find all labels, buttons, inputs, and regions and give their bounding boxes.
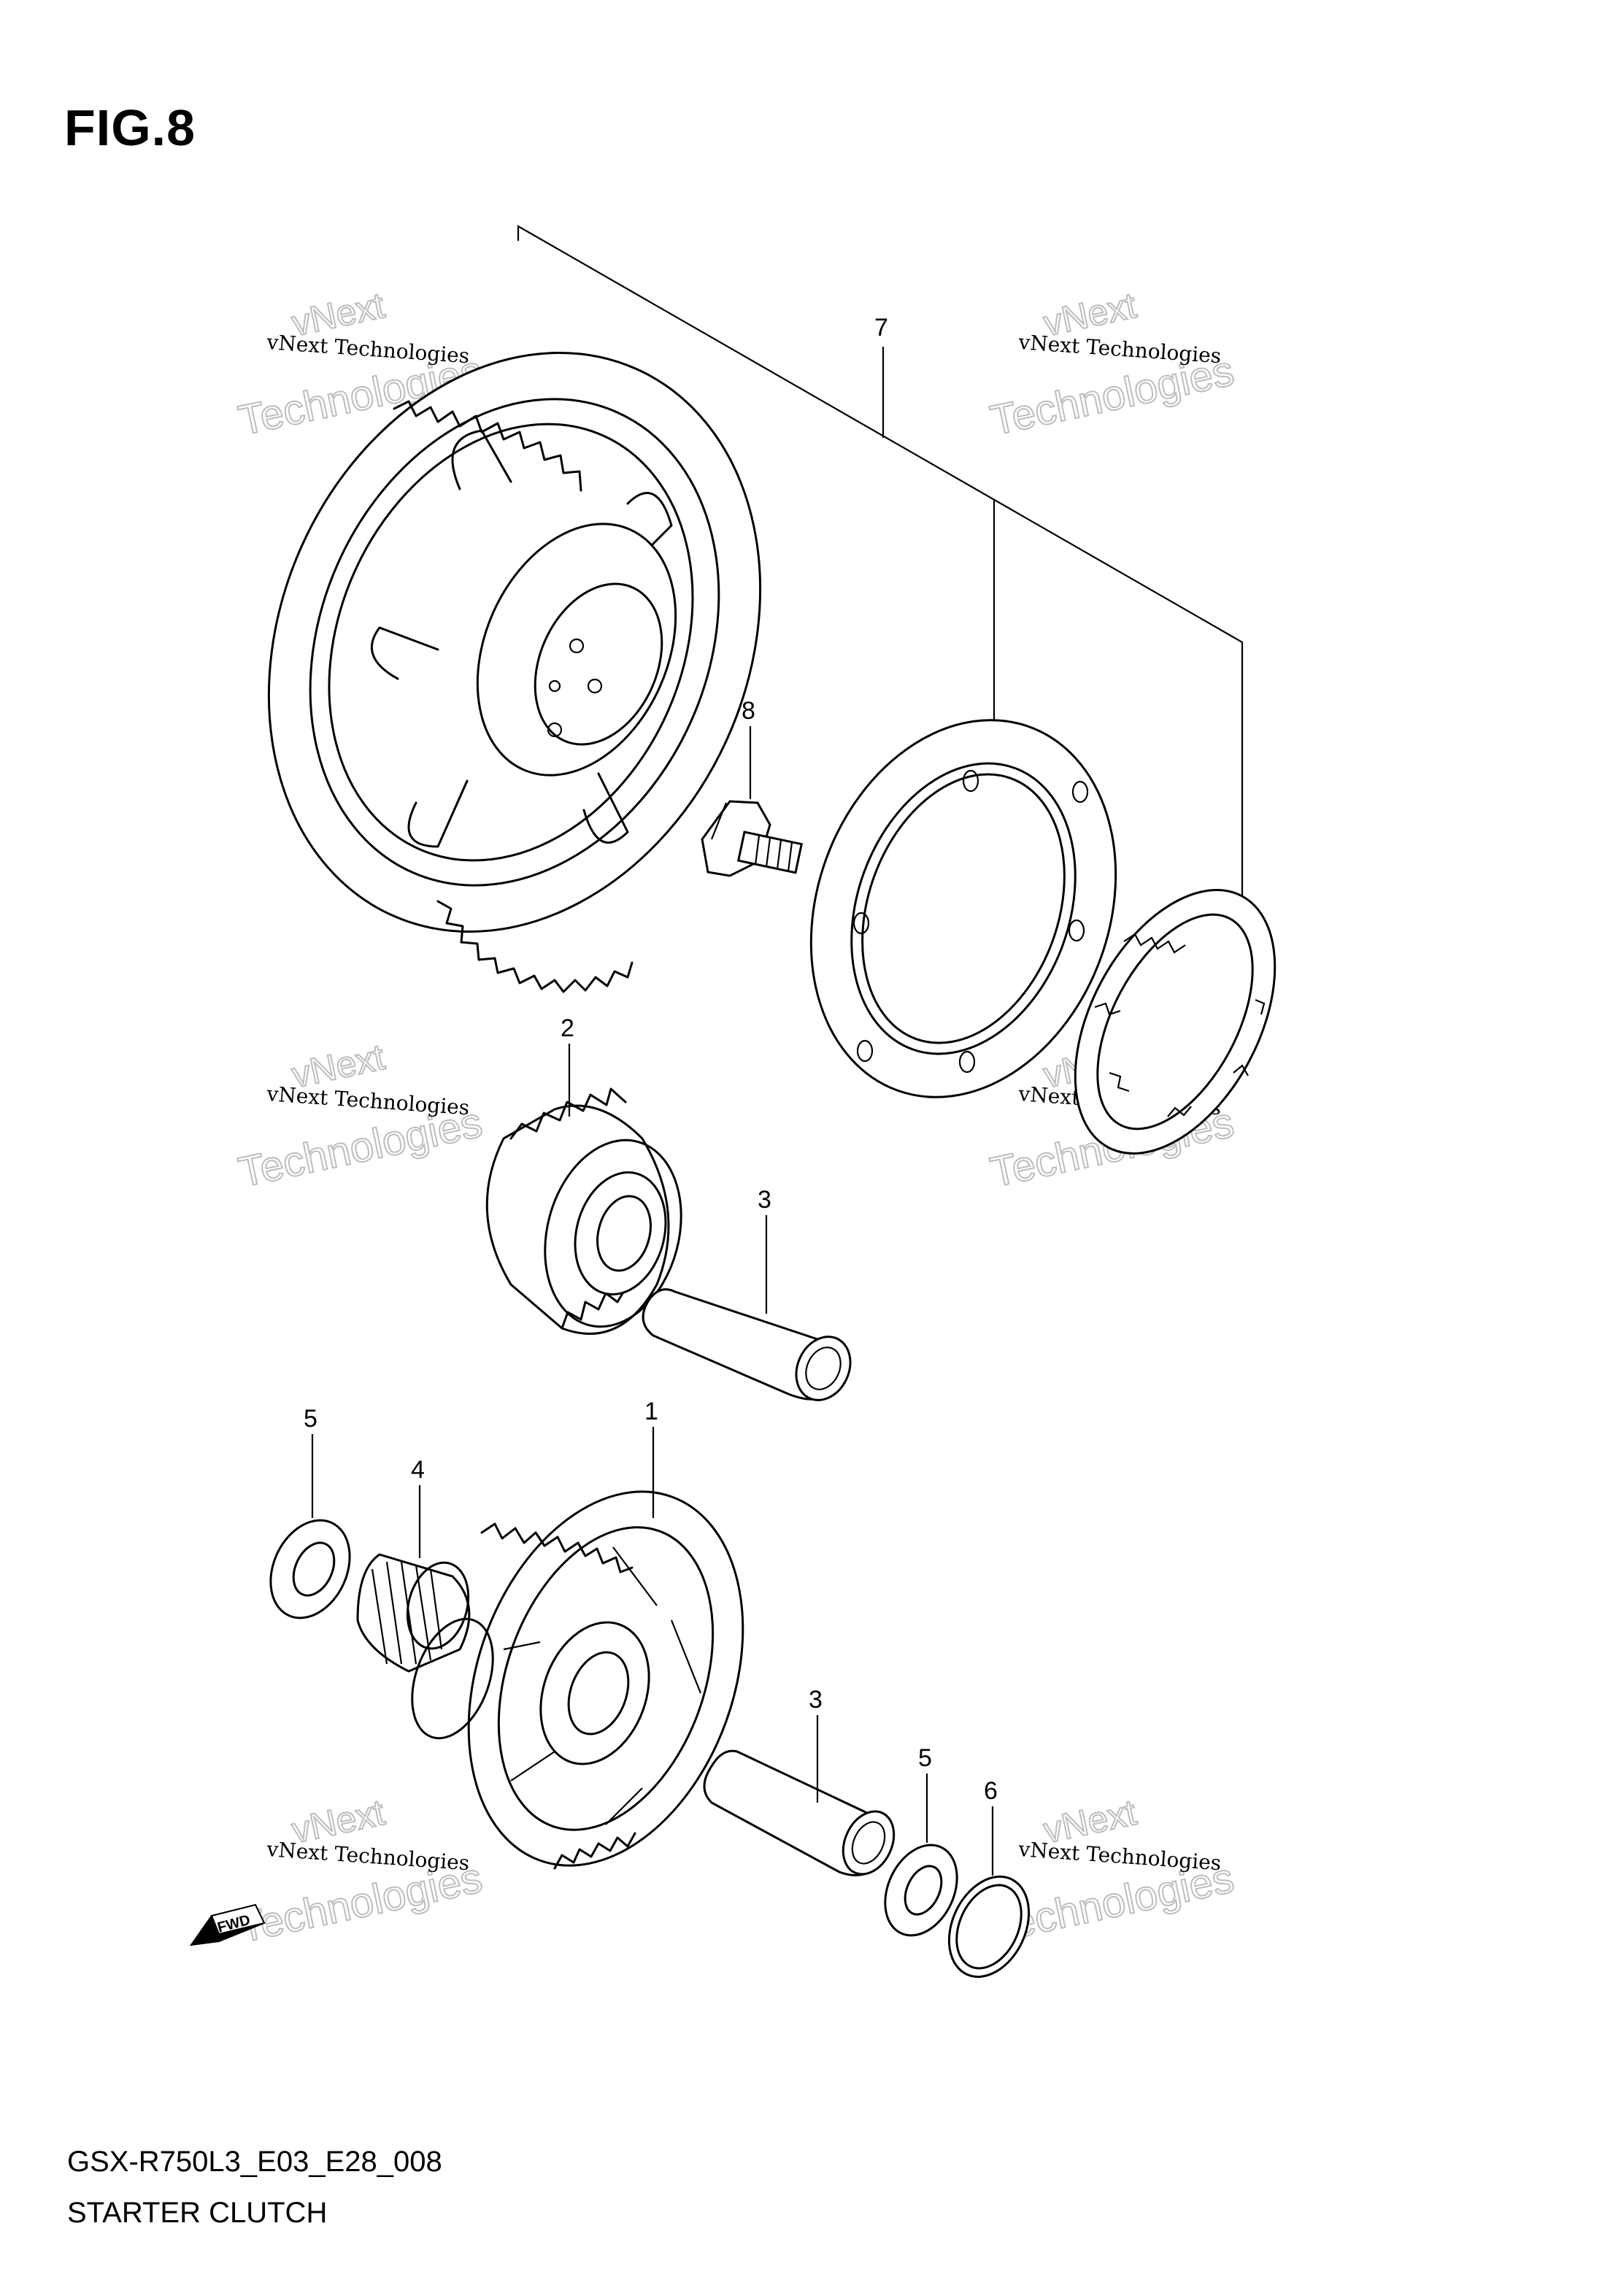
shaft-part-3-lower bbox=[703, 1749, 896, 1876]
starter-driven-gear bbox=[267, 351, 762, 993]
washer-part-6 bbox=[947, 1875, 1031, 1979]
callout-3-upper: 3 bbox=[758, 1186, 771, 1214]
svg-text:vNext Technologies: vNext Technologies bbox=[266, 1082, 471, 1120]
callout-5-right: 5 bbox=[918, 1744, 932, 1772]
watermark-top-right: vNext Technologies vNext Technologies bbox=[985, 284, 1239, 445]
shaft-part-3-upper bbox=[642, 1288, 852, 1401]
watermark-middle-left: vNext Technologies vNext Technologies bbox=[234, 1036, 487, 1197]
starter-idle-gear-part-1 bbox=[411, 1490, 744, 1870]
leader-lines bbox=[311, 726, 994, 1876]
svg-text:vNext Technologies: vNext Technologies bbox=[266, 1837, 471, 1875]
assembly-bracket-7 bbox=[517, 225, 1244, 905]
bolt-part-8 bbox=[701, 800, 804, 877]
starter-clutch-housing bbox=[809, 719, 1117, 1098]
svg-text:vNext Technologies: vNext Technologies bbox=[1017, 330, 1223, 368]
one-way-clutch-cage bbox=[1074, 889, 1277, 1155]
callout-8: 8 bbox=[742, 697, 755, 725]
figure-title: FIG.8 bbox=[64, 99, 196, 156]
watermark-bottom-left: vNext Technologies vNext Technologies bbox=[234, 1791, 487, 1952]
needle-bearing-part-4 bbox=[356, 1553, 471, 1673]
callout-7: 7 bbox=[874, 314, 888, 342]
callout-labels: 7 8 2 3 5 4 1 3 5 6 bbox=[304, 314, 998, 1805]
forward-direction-arrow: FWD bbox=[189, 1903, 266, 1946]
diagram-name: STARTER CLUTCH bbox=[67, 2197, 328, 2229]
callout-5-left: 5 bbox=[304, 1405, 317, 1433]
svg-text:vNext Technologies: vNext Technologies bbox=[266, 330, 471, 368]
callout-3-lower: 3 bbox=[809, 1686, 823, 1714]
idle-gear-part-2 bbox=[485, 1087, 682, 1335]
svg-text:vNext Technologies: vNext Technologies bbox=[1017, 1837, 1223, 1875]
callout-1: 1 bbox=[644, 1398, 658, 1425]
washer-part-5-right bbox=[884, 1844, 958, 1937]
diagram-code: GSX-R750L3_E03_E28_008 bbox=[67, 2146, 442, 2178]
callout-6: 6 bbox=[984, 1777, 998, 1805]
washer-part-5-left bbox=[269, 1519, 351, 1619]
callout-4: 4 bbox=[411, 1456, 425, 1484]
callout-2: 2 bbox=[561, 1014, 574, 1042]
